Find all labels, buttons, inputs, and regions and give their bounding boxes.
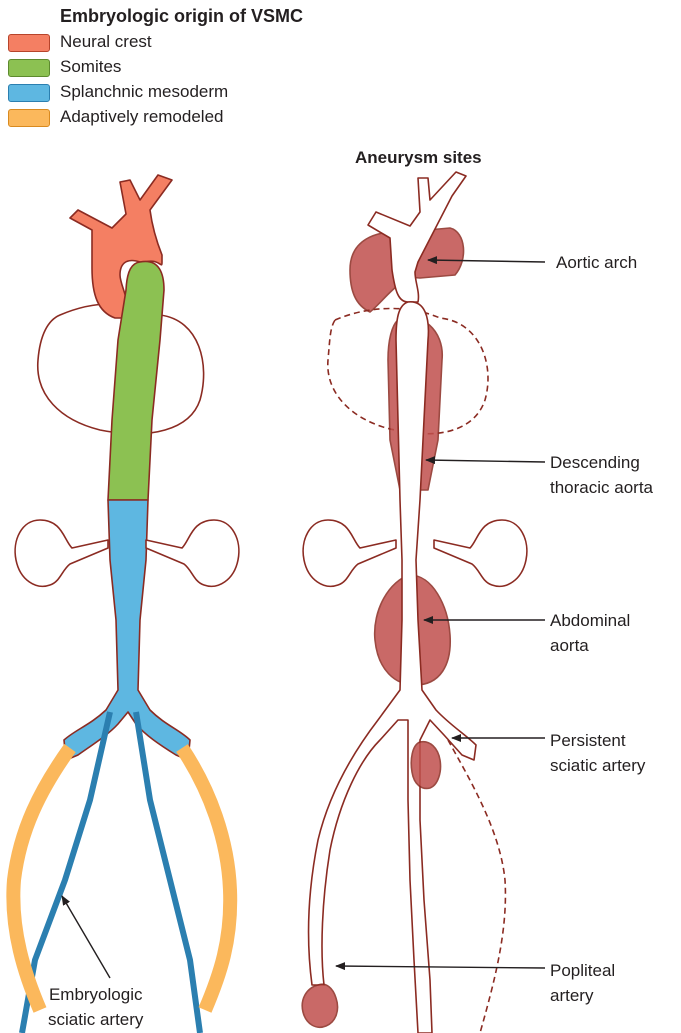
arrow-embryologic-sciatic (62, 896, 110, 978)
popliteal-aneurysm (302, 984, 337, 1027)
callout-line: Popliteal (550, 958, 615, 983)
callout-abdominal-aorta: Abdominal aorta (550, 608, 630, 658)
callout-line: Persistent (550, 728, 645, 753)
callout-line: Descending (550, 450, 653, 475)
callout-line: thoracic aorta (550, 475, 653, 500)
callout-persistent-sciatic-artery: Persistent sciatic artery (550, 728, 645, 778)
callout-line: Abdominal (550, 608, 630, 633)
right-panel-title: Aneurysm sites (355, 148, 482, 168)
callout-line: Embryologic (48, 982, 143, 1007)
callout-descending-thoracic-aorta: Descending thoracic aorta (550, 450, 653, 500)
callout-popliteal-artery: Popliteal artery (550, 958, 615, 1008)
remodeled-left-loop (13, 748, 70, 1010)
right-left-kidney (303, 520, 396, 586)
splanchnic-abdominal-aorta (64, 500, 190, 760)
callout-line: artery (550, 983, 615, 1008)
persistent-sciatic-course (448, 740, 505, 1033)
right-kidney (146, 520, 239, 586)
persistent-sciatic-aneurysm (411, 742, 440, 789)
callout-line: Aortic arch (556, 250, 637, 275)
callout-line: aorta (550, 633, 630, 658)
right-right-kidney (434, 520, 527, 586)
arrow-descending-thoracic (426, 460, 545, 462)
callout-embryologic-sciatic-artery: Embryologic sciatic artery (48, 982, 143, 1032)
callout-line: sciatic artery (550, 753, 645, 778)
callout-line: sciatic artery (48, 1007, 143, 1032)
callout-aortic-arch: Aortic arch (556, 250, 637, 275)
right-vessel-diagram (302, 172, 527, 1033)
left-kidney (15, 520, 108, 586)
arrow-popliteal (336, 966, 545, 968)
left-vessel-diagram (13, 175, 239, 1033)
